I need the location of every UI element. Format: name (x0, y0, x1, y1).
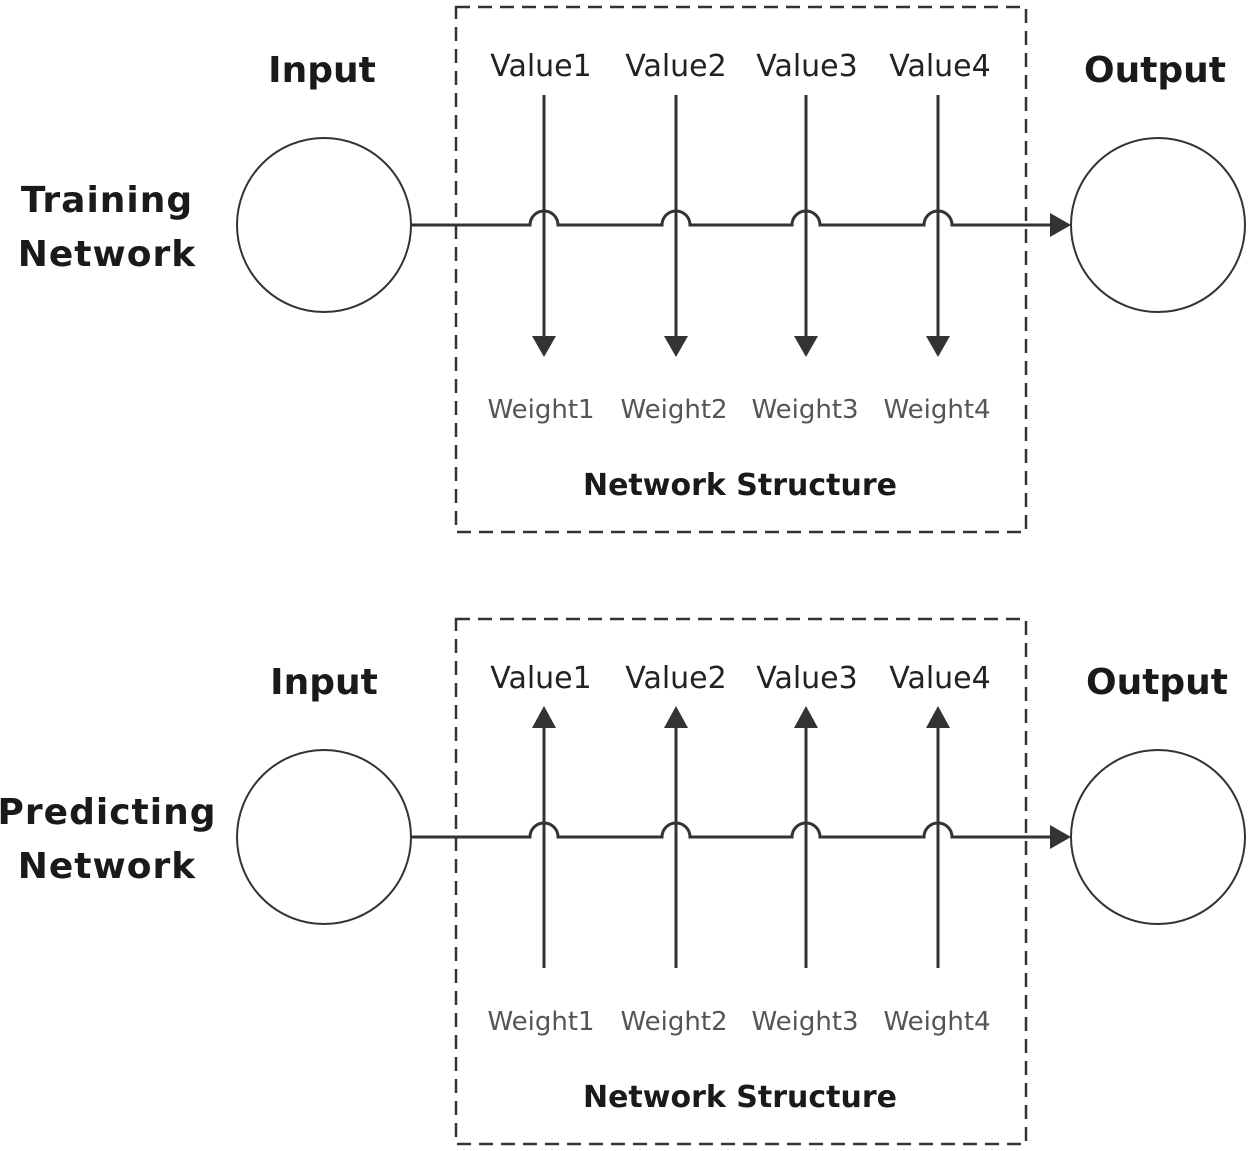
input-label: Input (268, 50, 376, 91)
network-structure-label: Network Structure (583, 1080, 897, 1115)
weight-label-2: Weight2 (620, 395, 727, 425)
weight-label-3: Weight3 (751, 1007, 858, 1037)
input-node (236, 749, 412, 925)
value-label-3: Value3 (756, 661, 857, 696)
value-label-1: Value1 (490, 661, 591, 696)
value-label-4: Value4 (889, 49, 990, 84)
weight-label-2: Weight2 (620, 1007, 727, 1037)
weight-label-4: Weight4 (883, 395, 990, 425)
input-node (236, 137, 412, 313)
arrowhead-up-2 (664, 706, 688, 728)
flow-arrowhead (1050, 825, 1071, 849)
weight-label-1: Weight1 (487, 395, 594, 425)
arrowhead-up-1 (532, 706, 556, 728)
arrowhead-down-3 (794, 336, 818, 357)
value-label-4: Value4 (889, 661, 990, 696)
arrowhead-down-2 (664, 336, 688, 357)
input-label: Input (270, 662, 378, 703)
weight-label-4: Weight4 (883, 1007, 990, 1037)
weight-label-3: Weight3 (751, 395, 858, 425)
panel-training: Training Network Input Output Value1 Val… (18, 5, 1246, 534)
weight-label-1: Weight1 (487, 1007, 594, 1037)
side-label-line2: Network (18, 846, 196, 887)
flow-line (411, 209, 1052, 227)
arrowhead-down-1 (532, 336, 556, 357)
network-structure-box (454, 5, 1028, 534)
side-label-line1: Predicting (0, 792, 216, 833)
network-structure-label: Network Structure (583, 468, 897, 503)
output-label: Output (1084, 50, 1226, 91)
output-label: Output (1086, 662, 1228, 703)
network-structure-box (454, 617, 1028, 1146)
output-node (1070, 749, 1246, 925)
arrowhead-up-3 (794, 706, 818, 728)
value-label-1: Value1 (490, 49, 591, 84)
flow-line (411, 821, 1052, 839)
value-label-2: Value2 (625, 49, 726, 84)
panel-predicting: Predicting Network Input Output Value1 V… (0, 617, 1246, 1146)
value-label-3: Value3 (756, 49, 857, 84)
output-node (1070, 137, 1246, 313)
arrowhead-up-4 (926, 706, 950, 728)
side-label-line2: Network (18, 234, 196, 275)
value-label-2: Value2 (625, 661, 726, 696)
flow-arrowhead (1050, 213, 1071, 237)
side-label-line1: Training (21, 180, 193, 221)
arrowhead-down-4 (926, 336, 950, 357)
